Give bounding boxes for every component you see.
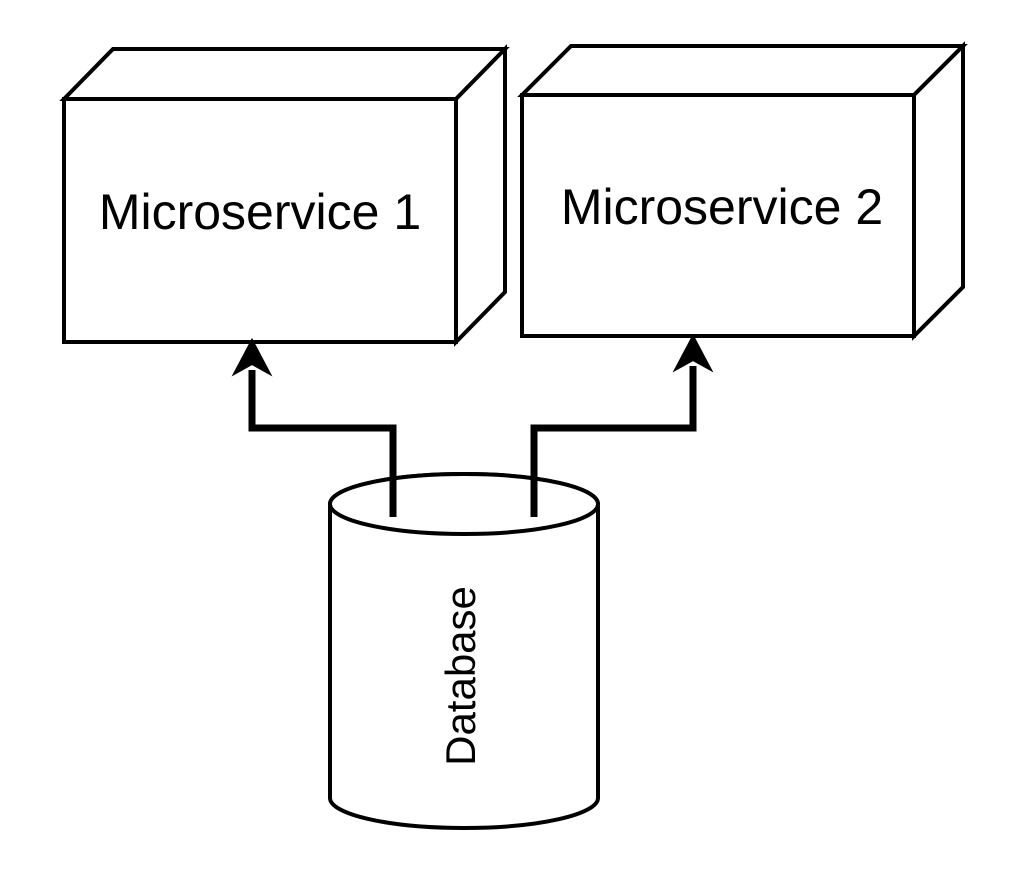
edge-line: [530, 366, 697, 517]
microservice-2-box-top: [517, 44, 968, 97]
database-node: Database: [327, 472, 601, 830]
edge-database-to-microservice-1: [231, 337, 397, 517]
microservice-2-label: Microservice 2: [561, 179, 883, 235]
microservice-1-box-side: [454, 44, 507, 347]
database-cylinder-top: [327, 472, 601, 536]
arrowhead-icon: [672, 333, 714, 373]
arrowhead-icon: [231, 337, 273, 377]
microservice-2-box-side: [912, 41, 965, 341]
database-label: Database: [437, 586, 484, 766]
microservice-1-box-top: [59, 47, 510, 101]
microservice-1-label: Microservice 1: [99, 184, 421, 240]
microservice-2-node: Microservice 2: [517, 41, 968, 341]
edge-database-to-microservice-2: [530, 333, 714, 517]
microservice-1-node: Microservice 1: [59, 44, 510, 347]
edge-line: [248, 370, 397, 517]
